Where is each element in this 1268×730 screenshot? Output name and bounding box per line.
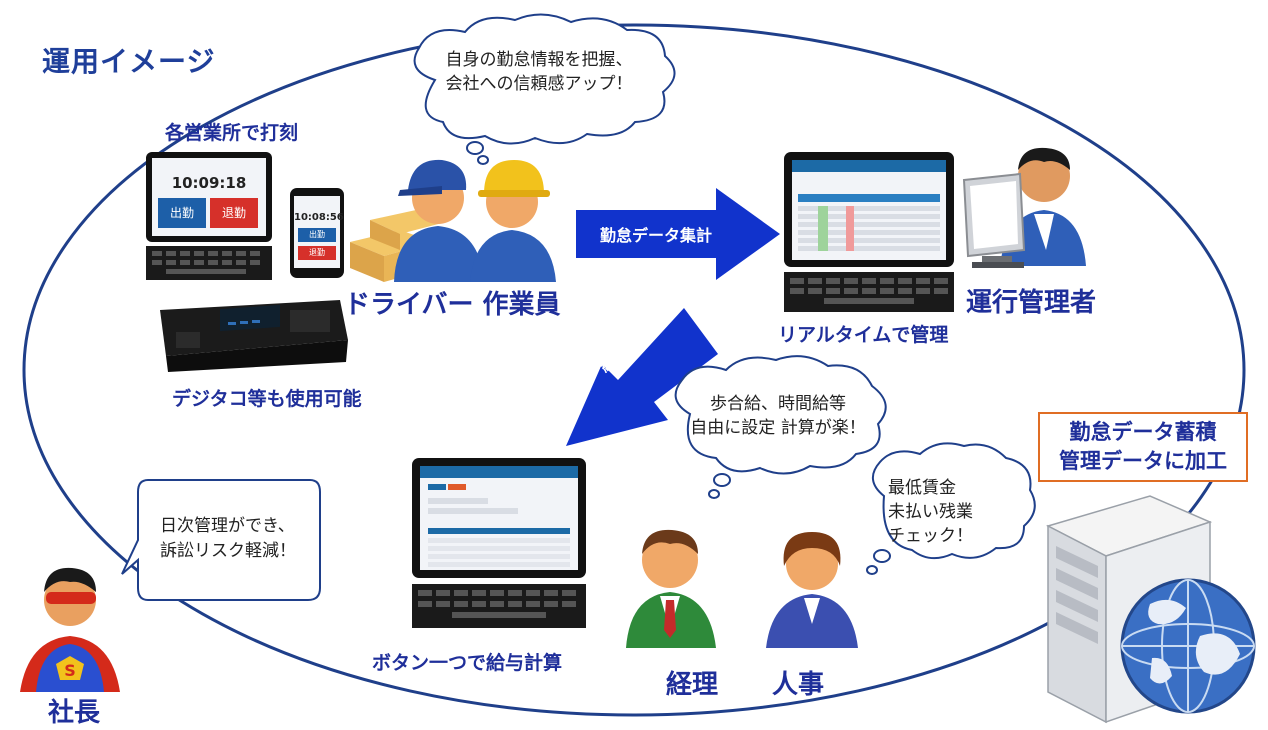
hr-bubble-line2: 未払い残業 [888, 502, 973, 522]
phone-clock-in-button[interactable]: 出勤 [298, 228, 336, 242]
manager-figure [962, 147, 1086, 268]
clock-in-button[interactable]: 出勤 [158, 198, 206, 228]
worker-person-icon [470, 160, 556, 282]
timeclock-time: 10:09:18 [171, 174, 247, 192]
drivers-figures [350, 159, 556, 282]
globe-icon [1120, 578, 1256, 714]
laptop-icon [778, 152, 960, 312]
hr-bubble-line3: チェック！ [888, 526, 973, 546]
hr-person-icon [766, 532, 858, 648]
phone-clock-out-button[interactable]: 退勤 [298, 246, 336, 260]
driver-person-icon [394, 159, 484, 282]
realtime-laptop [778, 152, 960, 312]
aggregate-arrow-label: 勤怠データ集計 [600, 226, 713, 245]
laptop-icon [406, 458, 592, 628]
digitaco-label: デジタコ等も使用可能 [172, 388, 362, 410]
smartphone: 10:08:56 出勤 退勤 [290, 188, 344, 278]
phone-time: 10:08:56 [294, 212, 344, 223]
realtime-label: リアルタイムで管理 [778, 324, 949, 346]
storage-info-box: 勤怠データ蓄積 管理データに加工 [1038, 412, 1248, 482]
svg-text:S: S [64, 661, 76, 680]
driver-thought-bubble: 自身の勤怠情報を把握、 会社への信頼感アップ！ [395, 10, 680, 165]
clock-in-label: 各営業所で打刻 [165, 122, 299, 144]
president-superhero-icon: S [20, 567, 120, 692]
clock-out-button[interactable]: 退勤 [210, 198, 258, 228]
monitor-icon [962, 172, 1026, 268]
hr-thought-bubble: 最低賃金 未払い残業 チェック！ [860, 440, 1040, 580]
salary-arrow [566, 308, 718, 446]
storage-line2: 管理データに加工 [1059, 449, 1227, 473]
president-label: 社長 [48, 698, 101, 728]
president-bubble-line1: 日次管理ができ、 [160, 516, 295, 536]
manager-label: 運行管理者 [966, 288, 1097, 318]
accounting-person-icon [626, 529, 716, 648]
accounting-label: 経理 [666, 670, 719, 700]
one-button-label: ボタン一つで給与計算 [372, 652, 563, 674]
hr-bubble-line1: 最低賃金 [888, 478, 956, 498]
driver-bubble-line1: 自身の勤怠情報を把握、 [445, 50, 633, 70]
payroll-laptop [406, 458, 592, 628]
driver-bubble-line2: 会社への信頼感アップ！ [445, 74, 633, 94]
president-speech-bubble: 日次管理ができ、 訴訟リスク軽減！ [120, 478, 322, 606]
accounting-bubble-line2: 自由に設定 計算が楽！ [690, 418, 866, 438]
aggregate-arrow [576, 188, 780, 280]
server-globe-icon [1045, 495, 1256, 724]
president-bubble-line2: 訴訟リスク軽減！ [160, 541, 296, 561]
page-title: 運用イメージ [42, 45, 216, 78]
drivers-label: ドライバー 作業員 [344, 290, 561, 320]
timeclock-laptop: 10:09:18 出勤 退勤 [142, 152, 276, 280]
storage-line1: 勤怠データ蓄積 [1069, 420, 1217, 444]
digitaco-device-icon [160, 300, 348, 372]
accounting-bubble-line1: 歩合給、時間給等 [710, 394, 846, 414]
accounting-thought-bubble: 歩合給、時間給等 自由に設定 計算が楽！ [660, 352, 895, 512]
hr-label: 人事 [772, 670, 825, 700]
